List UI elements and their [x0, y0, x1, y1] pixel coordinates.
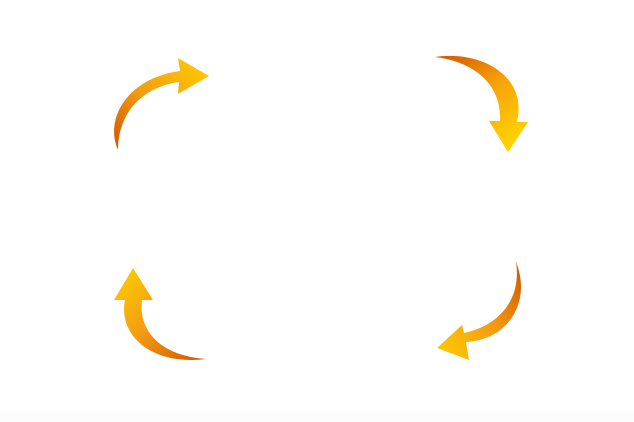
curved-arrow-down-icon [435, 55, 528, 152]
curved-arrow-up-icon [114, 268, 206, 360]
curved-arrow-down-left-icon [437, 262, 521, 360]
curved-arrow-up-right-icon [114, 58, 209, 150]
background-floor [0, 412, 634, 422]
